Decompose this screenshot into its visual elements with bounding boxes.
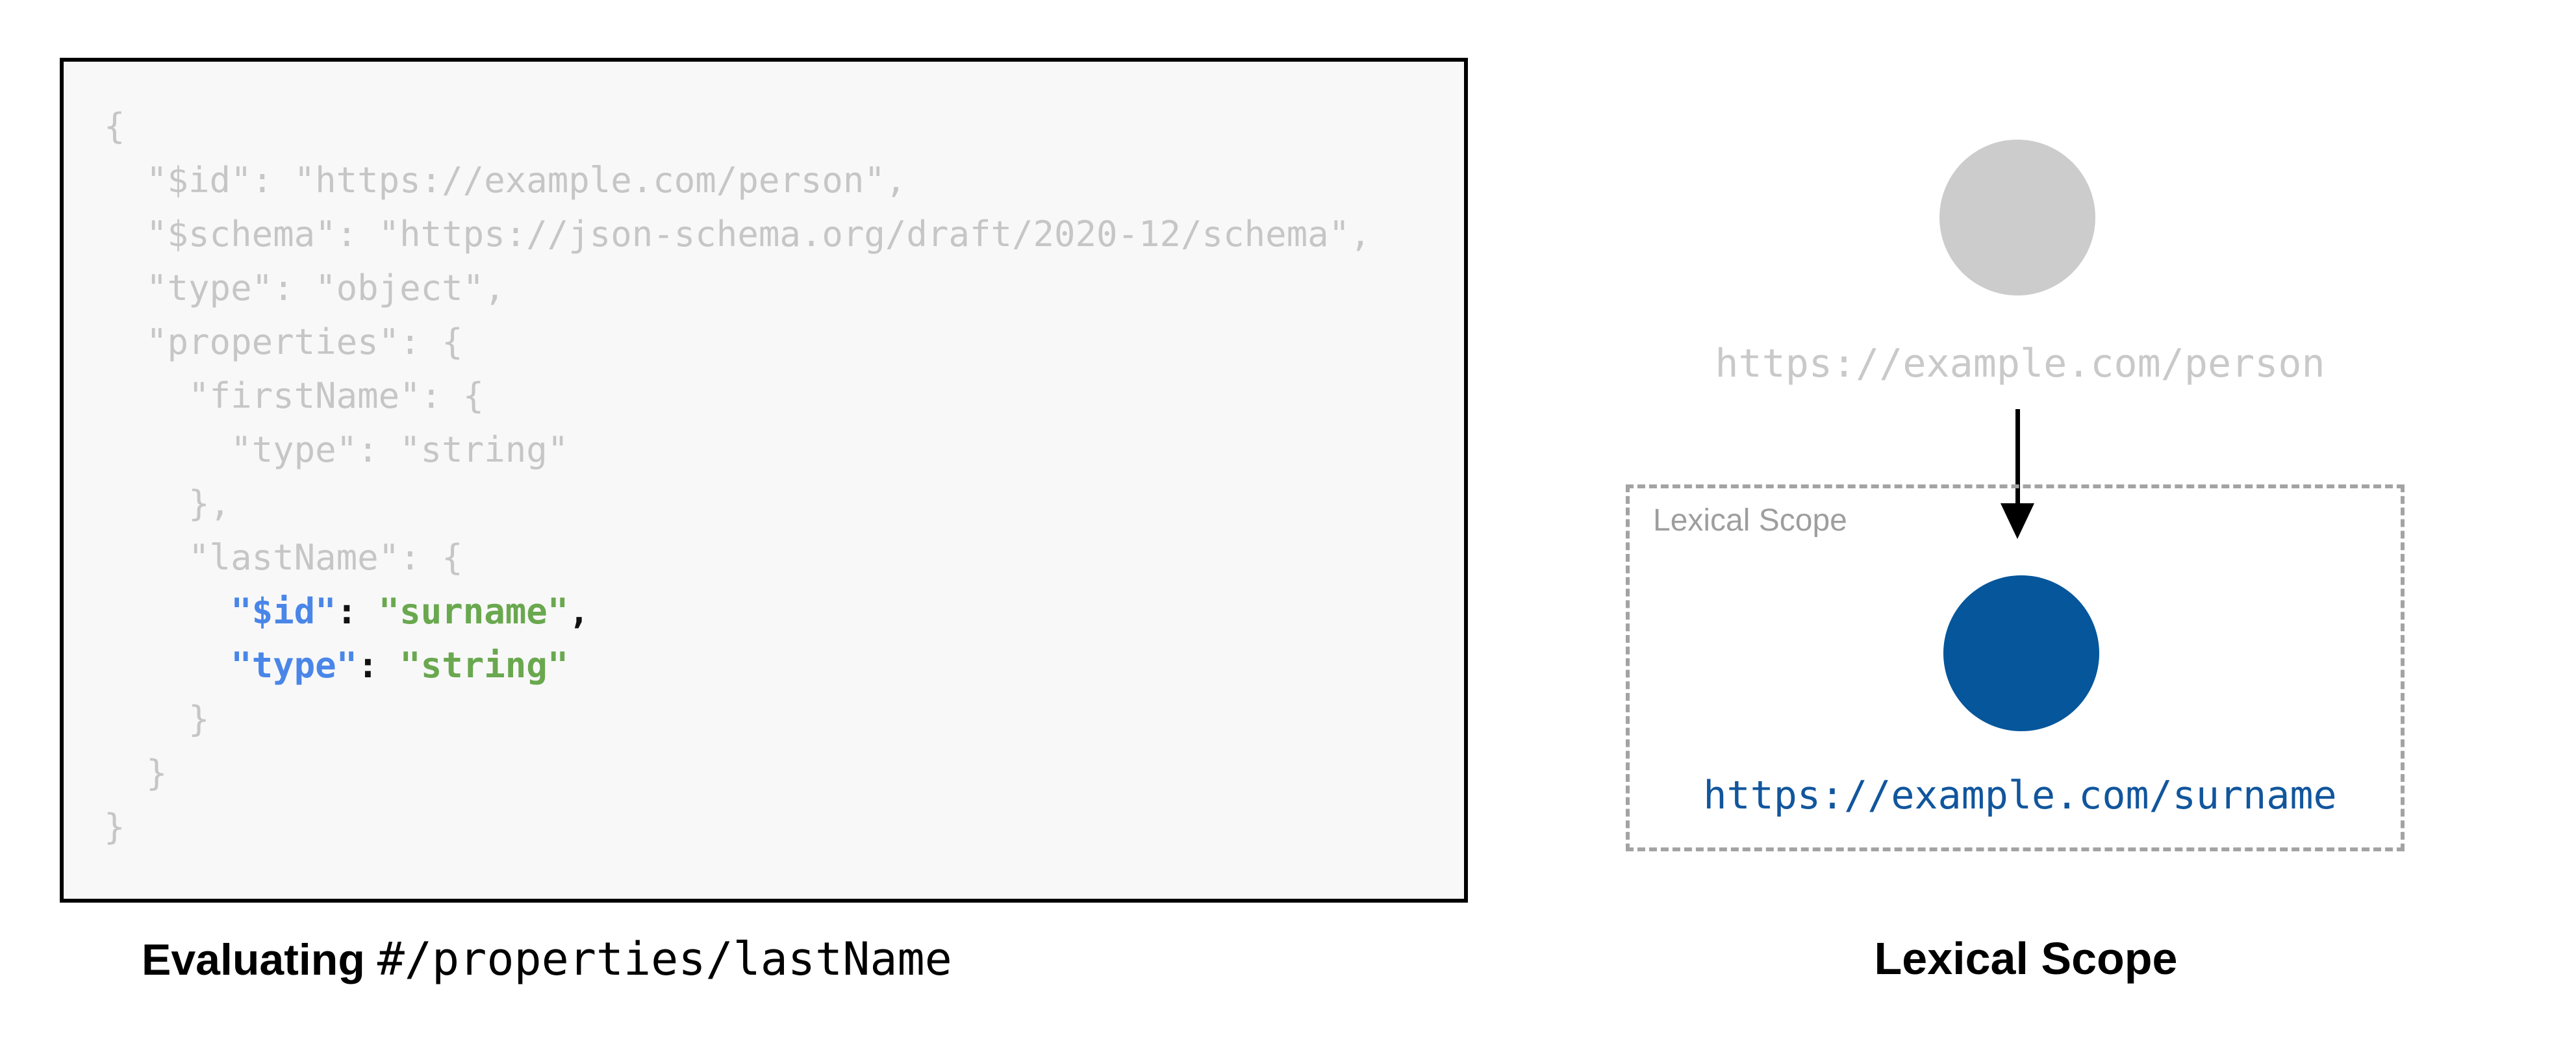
- code-line: }: [104, 807, 125, 847]
- code-line: "$schema": "https://json-schema.org/draf…: [104, 214, 1371, 255]
- code-line: },: [104, 483, 231, 524]
- schema-node-surname: [1943, 575, 2099, 731]
- code-line: "lastName": {: [104, 537, 463, 578]
- code-line: }: [104, 753, 168, 794]
- code-line: "type": "string": [231, 645, 569, 686]
- lexical-scope-box-label: Lexical Scope: [1653, 503, 1847, 538]
- lexical-scope-box: Lexical Scope: [1626, 484, 2405, 851]
- code-line: "firstName": {: [104, 375, 485, 416]
- person-url-label: https://example.com/person: [1715, 341, 2325, 386]
- code-line: "type": "object",: [104, 268, 505, 308]
- arrow-down-line: [2015, 409, 2020, 507]
- code-line: "properties": {: [104, 321, 463, 362]
- code-line: }: [104, 699, 210, 740]
- code-line: "$id": "surname",: [231, 591, 590, 632]
- left-caption: Evaluating #/properties/lastName: [142, 933, 952, 986]
- schema-node-person: [1939, 140, 2095, 295]
- right-caption: Lexical Scope: [1874, 933, 2178, 984]
- surname-url-label: https://example.com/surname: [1703, 773, 2337, 818]
- left-caption-pointer: #/properties/lastName: [377, 933, 952, 986]
- left-caption-evaluating: Evaluating: [142, 935, 377, 984]
- code-line: {: [104, 106, 125, 147]
- code-line: "$id": "https://example.com/person",: [104, 160, 907, 201]
- code-block: { "$id": "https://example.com/person", "…: [104, 99, 1371, 854]
- json-schema-code-panel: { "$id": "https://example.com/person", "…: [60, 58, 1468, 903]
- code-line: "type": "string": [104, 429, 569, 470]
- arrow-down-head: [2001, 503, 2034, 539]
